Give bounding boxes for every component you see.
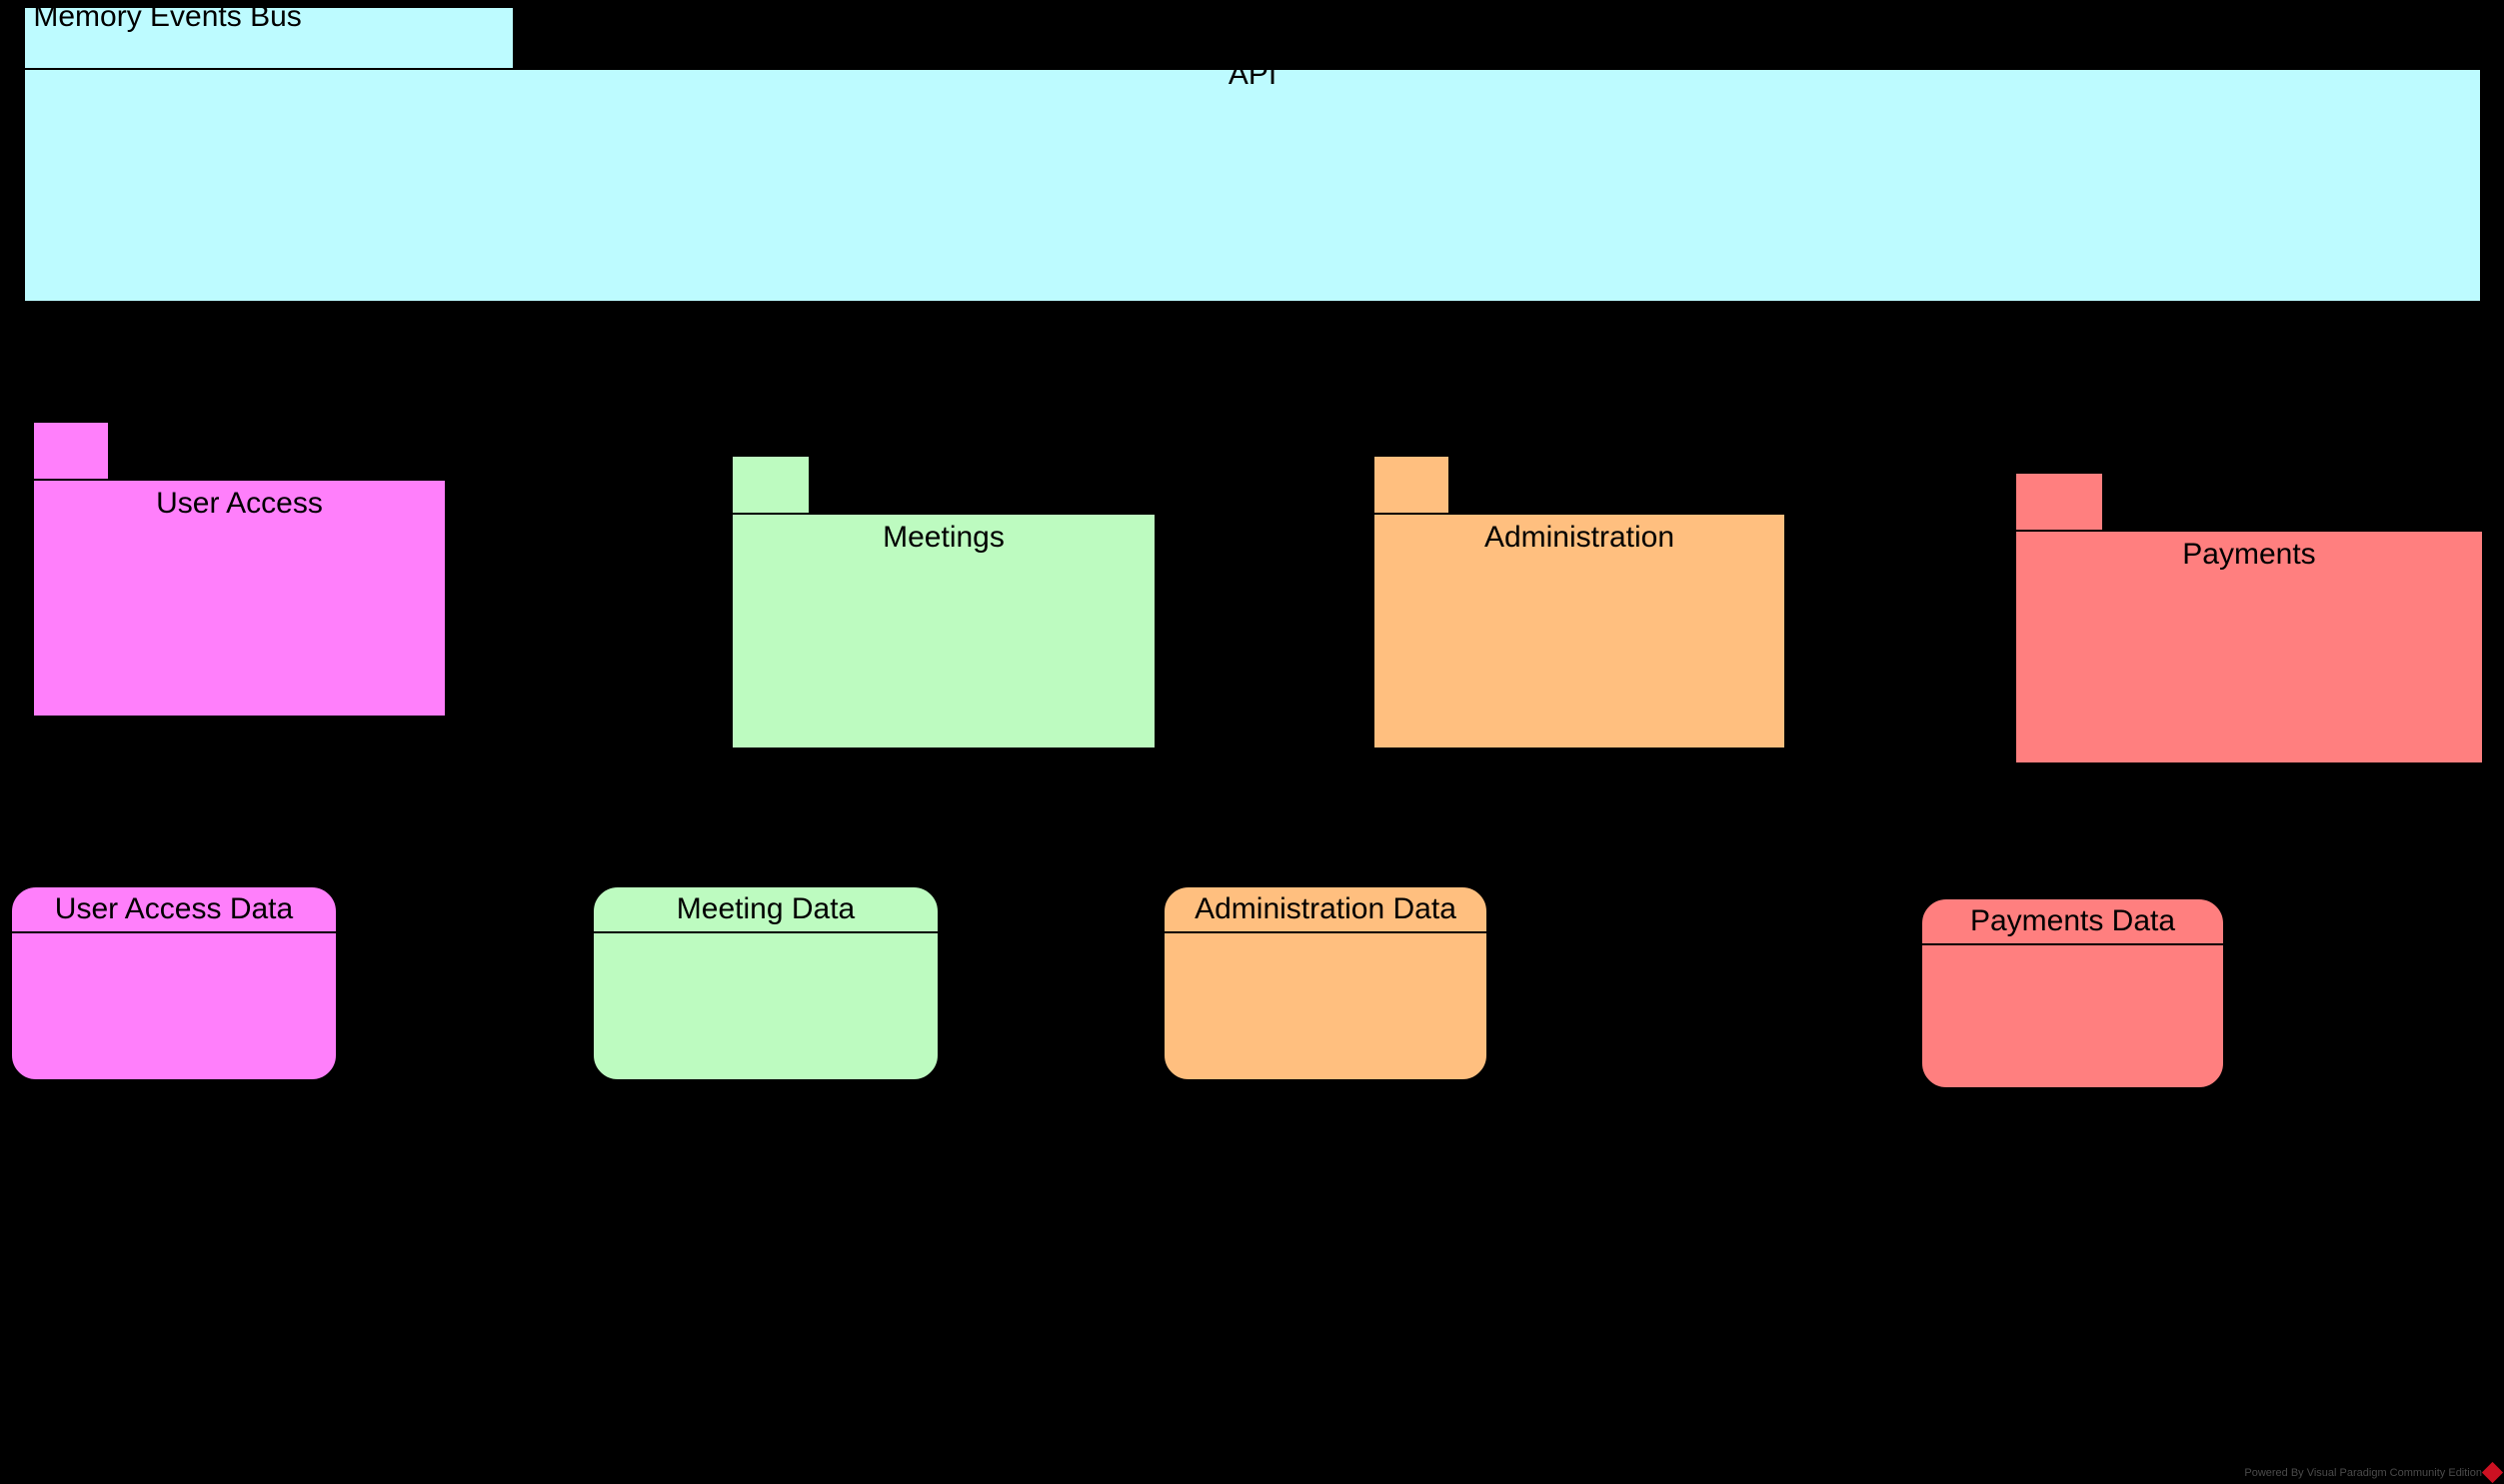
package-body-api[interactable] — [23, 68, 2482, 303]
package-tab-payments — [2014, 472, 2104, 530]
datastore-label-administration-data: Administration Data — [1165, 887, 1486, 933]
datastore-payments-data[interactable]: Payments Data — [1920, 897, 2225, 1089]
datastore-label-payments-data: Payments Data — [1922, 899, 2223, 945]
package-body-administration[interactable] — [1372, 513, 1786, 749]
package-tab-meetings — [731, 455, 811, 513]
package-tab-api — [23, 6, 515, 68]
datastore-label-meeting-data: Meeting Data — [594, 887, 938, 933]
package-body-payments[interactable] — [2014, 530, 2484, 764]
datastore-meeting-data[interactable]: Meeting Data — [592, 885, 940, 1081]
watermark-text: Powered By Visual Paradigm Community Edi… — [2244, 1466, 2482, 1479]
package-body-user-access[interactable] — [32, 479, 447, 718]
datastore-user-access-data[interactable]: User Access Data — [10, 885, 338, 1081]
package-tab-user-access — [32, 421, 110, 479]
package-tab-administration — [1372, 455, 1450, 513]
package-body-meetings[interactable] — [731, 513, 1157, 749]
datastore-label-user-access-data: User Access Data — [12, 887, 336, 933]
watermark: Powered By Visual Paradigm Community Edi… — [2244, 1461, 2504, 1484]
package-body-in-memory-events-bus[interactable] — [0, 0, 4, 4]
datastore-administration-data[interactable]: Administration Data — [1163, 885, 1488, 1081]
visual-paradigm-logo-icon — [2481, 1461, 2504, 1484]
